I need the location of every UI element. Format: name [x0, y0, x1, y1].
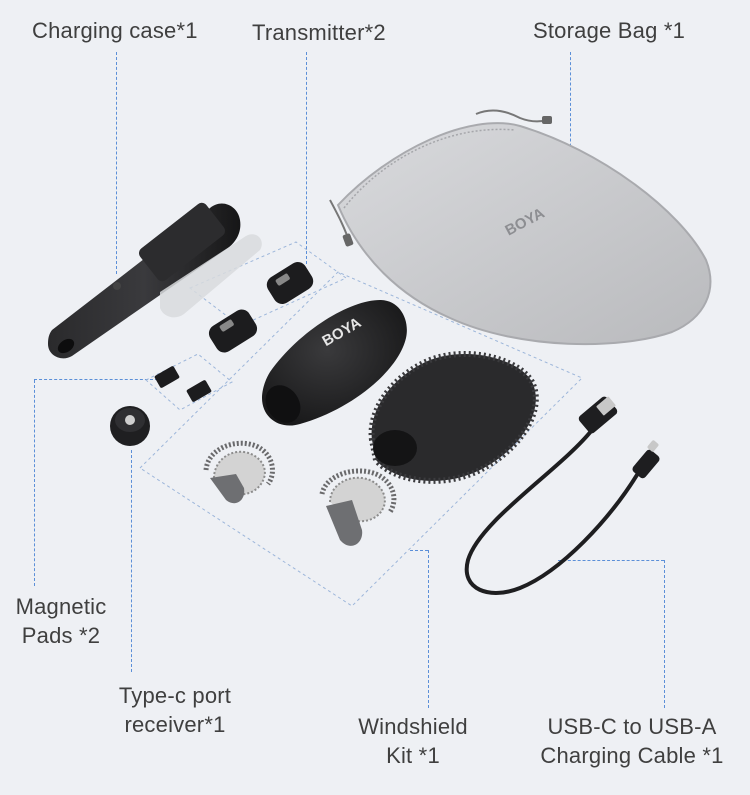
- label-typec-line1: Type-c port: [118, 683, 232, 708]
- charging-case: [48, 202, 262, 359]
- label-charging-case: Charging case*1: [32, 18, 198, 43]
- leader-charging-case: [116, 52, 117, 274]
- label-typec-receiver: Type-c port receiver*1: [100, 681, 250, 739]
- label-cable-line2: Charging Cable *1: [540, 743, 724, 768]
- label-magnetic-pads-line2: Pads *2: [21, 623, 101, 648]
- magnetic-pads: [154, 366, 212, 402]
- leader-typec: [131, 450, 132, 672]
- furry-windscreen: [368, 350, 539, 484]
- leader-transmitter: [306, 52, 307, 264]
- foam-windscreen: BOYA: [262, 300, 407, 426]
- transmitter-units: [208, 262, 314, 353]
- pads-frame: [145, 353, 233, 411]
- label-cable-line1: USB-C to USB-A: [547, 714, 717, 739]
- label-magnetic-pads: Magnetic Pads *2: [6, 592, 116, 650]
- label-magnetic-pads-line1: Magnetic: [15, 594, 107, 619]
- leader-magnetic-v: [34, 380, 35, 586]
- leader-windshield-v: [428, 550, 429, 708]
- leader-windshield-h: [410, 550, 428, 551]
- group-frames: [139, 241, 583, 607]
- label-storage-bag: Storage Bag *1: [533, 18, 686, 43]
- label-typec-line2: receiver*1: [124, 712, 226, 737]
- typec-receiver: [110, 406, 150, 446]
- mini-windshields: [203, 440, 397, 546]
- label-usb-cable: USB-C to USB-A Charging Cable *1: [522, 712, 742, 770]
- leader-cable-h: [558, 560, 664, 561]
- leader-magnetic-h: [34, 379, 158, 380]
- leader-cable-v: [664, 560, 665, 708]
- label-windshield-line2: Kit *1: [386, 743, 440, 768]
- label-transmitter: Transmitter*2: [252, 20, 386, 45]
- storage-bag: BOYA: [329, 109, 712, 346]
- usb-cable: [464, 396, 660, 595]
- transmitter-frame: [189, 241, 347, 327]
- label-windshield-line1: Windshield: [358, 714, 468, 739]
- label-windshield-kit: Windshield Kit *1: [346, 712, 480, 770]
- leader-storage-bag: [570, 52, 571, 167]
